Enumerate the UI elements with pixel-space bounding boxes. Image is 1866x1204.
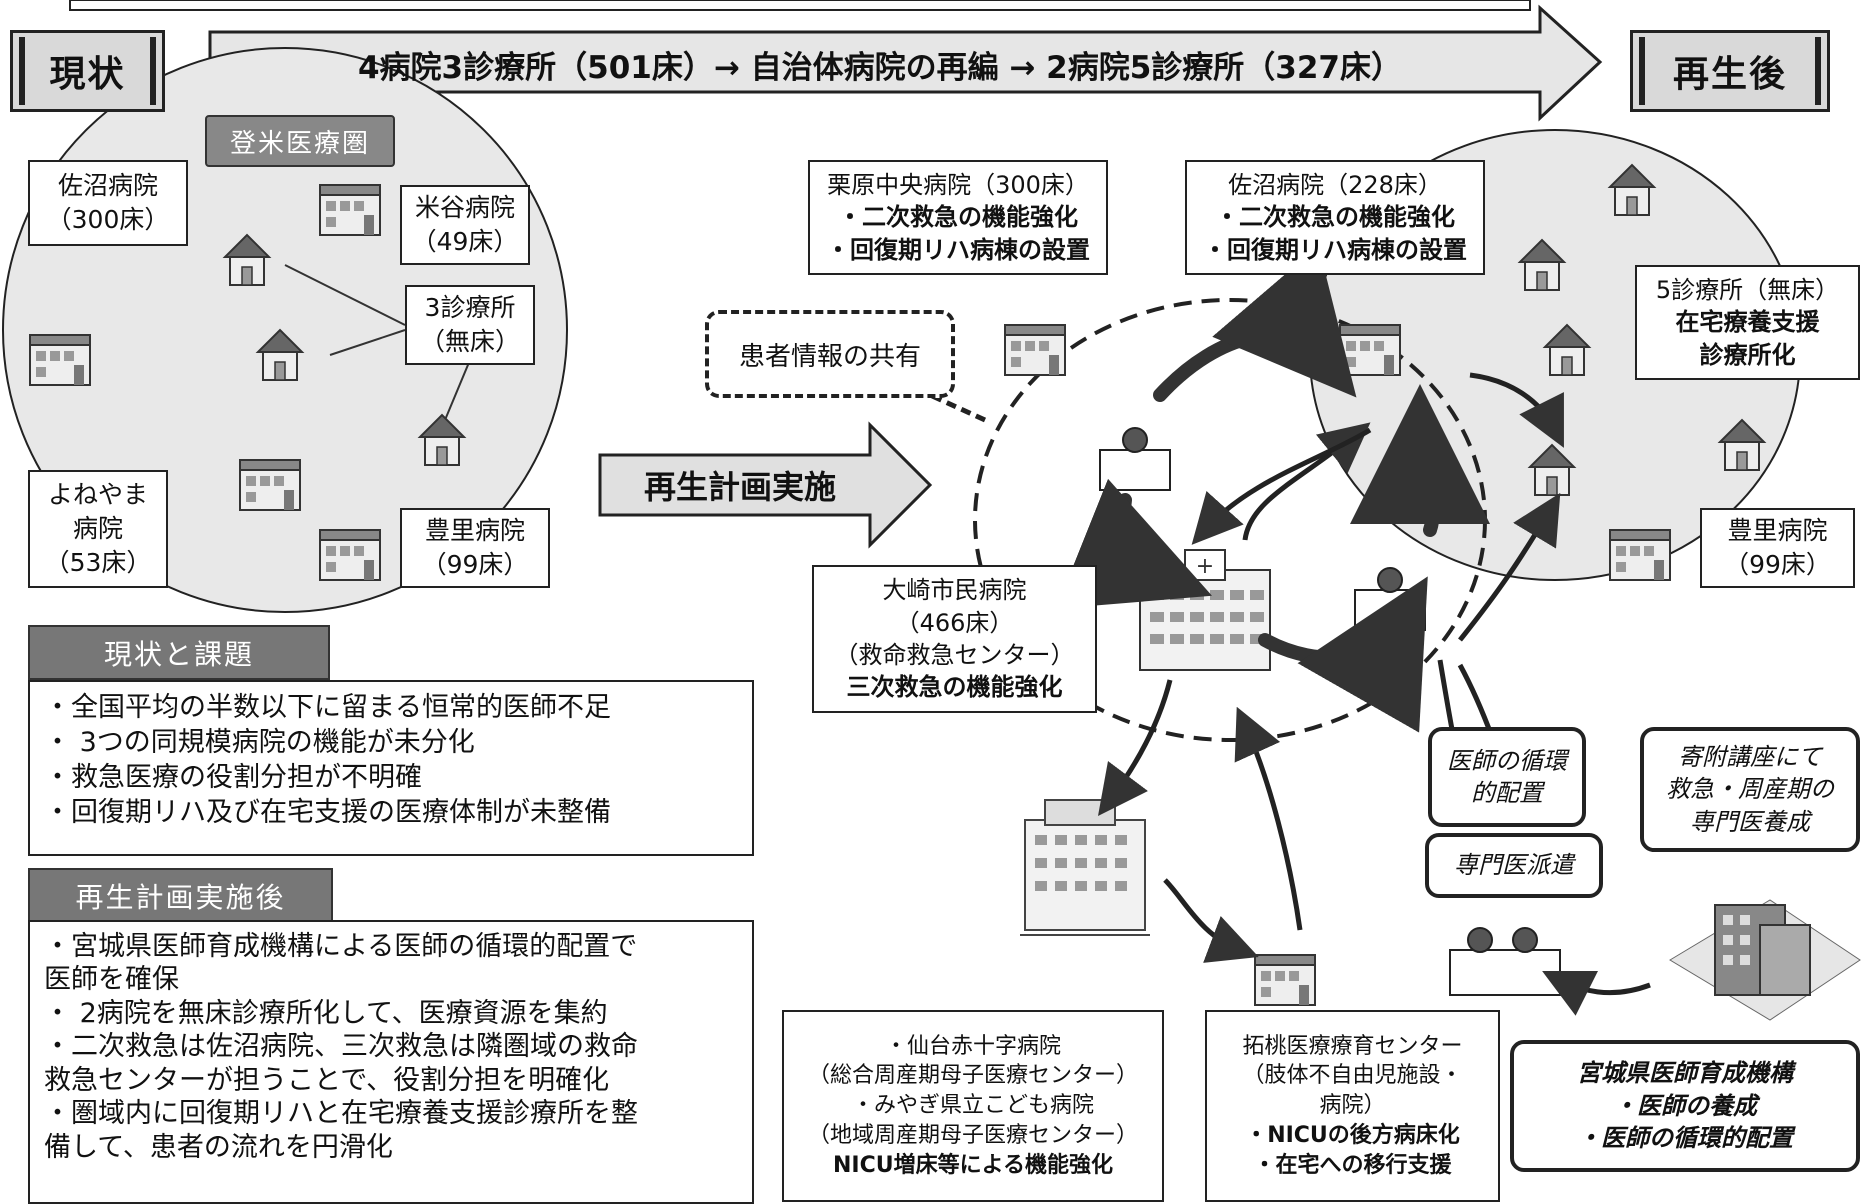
label-endowed-course: 寄附講座にて 救急・周産期の 専門医養成 bbox=[1640, 727, 1860, 852]
yoneya-beds: （49床） bbox=[411, 227, 519, 256]
doctor-rotation-1: 医師の循環 bbox=[1447, 746, 1567, 775]
label-yoneyama: よねやま 病院 （53床） bbox=[28, 470, 168, 588]
clinics-beds: （無床） bbox=[419, 327, 520, 356]
label-specialist-dispatch: 専門医派遣 bbox=[1425, 833, 1603, 898]
toyosato-after-name: 豊里病院 bbox=[1727, 516, 1828, 546]
sendai-2: （総合周産期母子医療センター） bbox=[807, 1063, 1138, 1089]
sendai-5: NICU増床等による機能強化 bbox=[833, 1152, 1113, 1178]
header-arrow-text: 4病院3診療所（501床）→ 自治体病院の再編 → 2病院5診療所（327床） bbox=[357, 49, 1403, 86]
sendai-3: ・みやぎ県立こども病院 bbox=[851, 1093, 1094, 1119]
after-line-1: ・宮城県医師育成機構による医師の循環的配置で bbox=[44, 931, 638, 962]
after-line-3: ・ 2病院を無床診療所化して、医療資源を集約 bbox=[44, 997, 608, 1029]
miyagi-org-2: ・医師の養成 bbox=[1613, 1091, 1757, 1120]
miyagi-org-1: 宮城県医師育成機構 bbox=[1577, 1059, 1793, 1088]
label-takuto-center: 拓桃医療療育センター （肢体不自由児施設・ 病院） ・NICUの後方病床化 ・在… bbox=[1205, 1010, 1500, 1202]
label-sanuma-current: 佐沼病院 （300床） bbox=[28, 160, 188, 246]
toyosato-after-beds: （99床） bbox=[1724, 550, 1831, 579]
toyosato-beds: （99床） bbox=[421, 550, 529, 579]
after-line-4: ・二次救急は佐沼病院、三次救急は隣圏域の救命 bbox=[44, 1031, 638, 1063]
issue-item-2: ・ 3つの同規模病院の機能が未分化 bbox=[44, 727, 475, 759]
kurihara-item-1: ・二次救急の機能強化 bbox=[838, 203, 1078, 232]
takuto-5: ・在宅への移行支援 bbox=[1253, 1152, 1452, 1178]
cycle-arrows bbox=[1055, 245, 1491, 733]
label-doctor-rotation: 医師の循環 的配置 bbox=[1428, 727, 1586, 827]
top-panel-edge bbox=[69, 0, 1531, 11]
takuto-1: 拓桃医療療育センター bbox=[1242, 1033, 1463, 1059]
label-osaki: 大崎市民病院 （466床） （救命救急センター） 三次救急の機能強化 bbox=[812, 565, 1097, 713]
sendai-4: （地域周産期母子医療センター） bbox=[807, 1122, 1138, 1148]
sendai-1: ・仙台赤十字病院 bbox=[884, 1033, 1061, 1059]
after-plan-panel: ・宮城県医師育成機構による医師の循環的配置で 医師を確保 ・ 2病院を無床診療所… bbox=[28, 920, 754, 1204]
label-toyosato-after: 豊里病院 （99床） bbox=[1700, 508, 1855, 588]
osaki-center: （救命救急センター） bbox=[834, 641, 1075, 669]
doctor-rotation-2: 的配置 bbox=[1471, 779, 1543, 807]
yoneyama-beds: （53床） bbox=[44, 547, 152, 577]
five-clinics-item-2: 診療所化 bbox=[1699, 340, 1796, 369]
yoneya-name: 米谷病院 bbox=[414, 193, 515, 223]
current-issues-panel: ・全国平均の半数以下に留まる恒常的医師不足 ・ 3つの同規模病院の機能が未分化 … bbox=[28, 680, 754, 856]
after-line-2: 医師を確保 bbox=[44, 964, 179, 996]
osaki-function: 三次救急の機能強化 bbox=[846, 673, 1063, 702]
label-toyosato-current: 豊里病院 （99床） bbox=[400, 508, 550, 588]
implementation-arrow-shape bbox=[598, 421, 933, 549]
label-miyagi-doctor-org: 宮城県医師育成機構 ・医師の養成 ・医師の循環的配置 bbox=[1510, 1040, 1860, 1172]
sanuma-after-item-1: ・二次救急の機能強化 bbox=[1215, 203, 1455, 232]
sanuma-name: 佐沼病院 bbox=[57, 171, 158, 201]
yoneyama-name-2: 病院 bbox=[72, 514, 123, 544]
clinics-name: 3診療所 bbox=[424, 293, 516, 323]
implementation-arrow-label: 再生計画実施 bbox=[643, 468, 836, 506]
stage-current-label: 現状 bbox=[10, 30, 165, 112]
miyagi-org-building-icon bbox=[1669, 899, 1861, 1021]
label-five-clinics: 5診療所（無床） 在宅療養支援 診療所化 bbox=[1635, 265, 1860, 380]
after-plan-title: 再生計画実施後 bbox=[28, 868, 333, 923]
toyosato-name: 豊里病院 bbox=[424, 516, 525, 546]
stage-after-label: 再生後 bbox=[1630, 30, 1830, 112]
current-issues-title-text: 現状と課題 bbox=[103, 637, 254, 671]
label-sanuma-after: 佐沼病院（228床） ・二次救急の機能強化 ・回復期リハ病棟の設置 bbox=[1185, 160, 1485, 275]
after-line-6: ・圏域内に回復期リハと在宅療養支援診療所を整 bbox=[44, 1098, 638, 1130]
endowed-2: 救急・周産期の bbox=[1666, 775, 1834, 804]
osaki-name: 大崎市民病院 bbox=[882, 576, 1027, 605]
after-line-5: 救急センターが担うことで、役割分担を明確化 bbox=[44, 1064, 610, 1096]
patient-info-text: 患者情報の共有 bbox=[738, 341, 921, 372]
area-label-text: 登米医療圏 bbox=[229, 128, 370, 159]
takuto-3: 病院） bbox=[1319, 1093, 1386, 1119]
kurihara-name: 栗原中央病院（300床） bbox=[827, 170, 1089, 199]
stage-after-text: 再生後 bbox=[1672, 54, 1787, 95]
issue-item-1: ・全国平均の半数以下に留まる恒常的医師不足 bbox=[44, 692, 611, 723]
endowed-1: 寄附講座にて bbox=[1678, 742, 1822, 771]
sendai-hospital-icon bbox=[1020, 799, 1150, 936]
specialist-dispatch-text: 専門医派遣 bbox=[1454, 851, 1574, 880]
area-label-tome: 登米医療圏 bbox=[205, 115, 395, 167]
endowed-3: 専門医養成 bbox=[1690, 807, 1810, 836]
sanuma-beds: （300床） bbox=[46, 205, 170, 234]
issue-item-4: ・回復期リハ及び在宅支援の医療体制が未整備 bbox=[44, 797, 611, 829]
takuto-4: ・NICUの後方病床化 bbox=[1245, 1122, 1460, 1148]
five-clinics-name: 5診療所（無床） bbox=[1655, 275, 1840, 304]
yoneyama-name-1: よねやま bbox=[47, 480, 148, 510]
osaki-beds: （466床） bbox=[895, 608, 1014, 637]
label-patient-info-sharing: 患者情報の共有 bbox=[705, 310, 955, 398]
sanuma-after-name: 佐沼病院（228床） bbox=[1228, 170, 1442, 199]
stage-current-text: 現状 bbox=[49, 54, 126, 95]
after-line-7: 備して、患者の流れを円滑化 bbox=[44, 1131, 393, 1163]
label-yoneya: 米谷病院 （49床） bbox=[400, 185, 530, 265]
label-sendai-hospitals: ・仙台赤十字病院 （総合周産期母子医療センター） ・みやぎ県立こども病院 （地域… bbox=[782, 1010, 1164, 1202]
left-connectors bbox=[284, 264, 471, 421]
svg-text:+: + bbox=[1196, 554, 1214, 579]
after-plan-title-text: 再生計画実施後 bbox=[75, 880, 286, 914]
current-issues-title: 現状と課題 bbox=[28, 625, 330, 680]
label-kurihara: 栗原中央病院（300床） ・二次救急の機能強化 ・回復期リハ病棟の設置 bbox=[808, 160, 1108, 275]
miyagi-org-3: ・医師の循環的配置 bbox=[1577, 1124, 1793, 1153]
five-clinics-item-1: 在宅療養支援 bbox=[1675, 308, 1820, 337]
issue-item-3: ・救急医療の役割分担が不明確 bbox=[44, 762, 422, 794]
takuto-2: （肢体不自由児施設・ bbox=[1242, 1063, 1463, 1089]
label-three-clinics: 3診療所 （無床） bbox=[405, 285, 535, 365]
kurihara-item-2: ・回復期リハ病棟の設置 bbox=[826, 235, 1090, 264]
sanuma-after-item-2: ・回復期リハ病棟の設置 bbox=[1203, 235, 1467, 264]
